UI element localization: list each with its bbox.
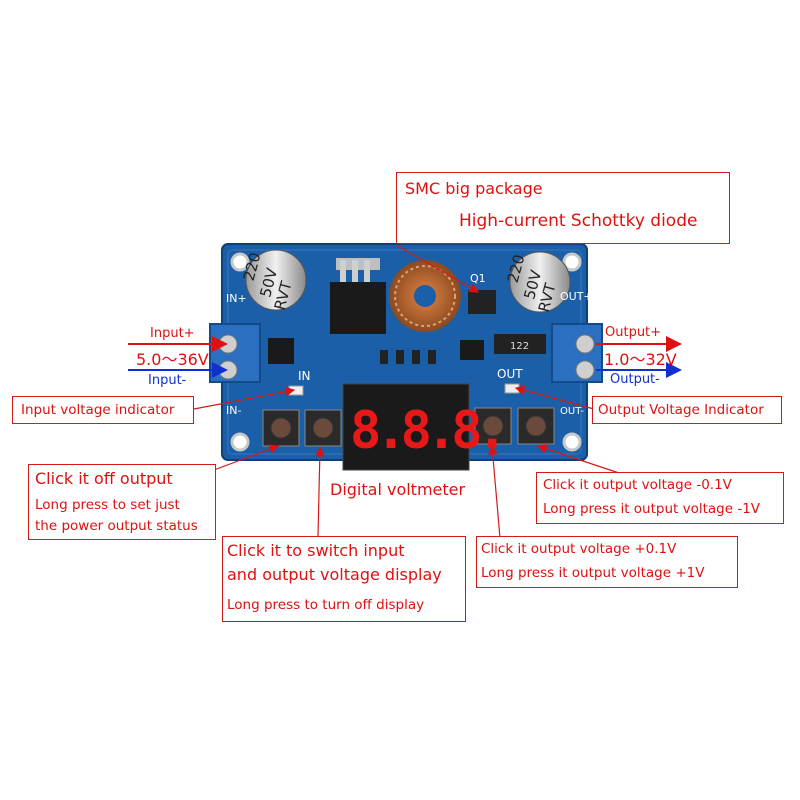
smc-callout: SMC big package High-current Schottky di… [396, 172, 730, 244]
resistor-label: 122 [510, 341, 529, 352]
input-indicator-callout: Input voltage indicator [12, 396, 194, 424]
plus-line1: Click it output voltage +0.1V [481, 541, 677, 557]
silk-out-plus: OUT+ [560, 290, 593, 303]
silk-in-minus: IN- [226, 404, 241, 417]
input-plus-label: Input+ [150, 326, 195, 341]
minus-line1: Click it output voltage -0.1V [543, 477, 732, 493]
output-indicator-callout: Output Voltage Indicator [592, 396, 782, 424]
silk-out-minus: OUT- [560, 406, 584, 417]
switch-display-line3: Long press to turn off display [227, 597, 425, 613]
output-terminal [551, 323, 603, 383]
input-indicator-label: Input voltage indicator [21, 402, 175, 418]
plus-button-callout: Click it output voltage +0.1V Long press… [476, 536, 738, 588]
schottky-diode: Q1 [468, 272, 496, 314]
capacitor-right: 220 50V RVT [504, 251, 571, 314]
button-switch-display[interactable] [304, 409, 342, 447]
regulator-ic [330, 258, 386, 334]
output-plus-label: Output+ [605, 325, 662, 340]
silk-in-plus: IN+ [226, 292, 247, 305]
toroid-inductor [389, 260, 461, 332]
smc-callout-line1: SMC big package [405, 179, 543, 198]
output-indicator-label: Output Voltage Indicator [598, 402, 764, 418]
digital-voltmeter-label: Digital voltmeter [330, 480, 466, 499]
input-range-label: 5.0～36V [136, 350, 209, 369]
input-terminal [209, 323, 261, 383]
output-range-label: 1.0～32V [604, 350, 677, 369]
smc-callout-line2: High-current Schottky diode [459, 211, 698, 231]
button-minus[interactable] [517, 407, 555, 445]
button-off-output[interactable] [262, 409, 300, 447]
switch-display-line2: and output voltage display [227, 565, 442, 584]
button-plus[interactable] [474, 407, 512, 445]
capacitor-left: 220 50V RVT [240, 249, 307, 312]
switch-display-line1: Click it to switch input [227, 541, 405, 560]
minus-line2: Long press it output voltage -1V [543, 501, 761, 517]
off-output-line2: Long press to set just [35, 497, 180, 513]
switch-display-callout: Click it to switch input and output volt… [222, 536, 466, 622]
small-components: 122 [268, 334, 546, 364]
silk-in: IN [298, 369, 311, 383]
minus-button-callout: Click it output voltage -0.1V Long press… [536, 472, 784, 524]
off-output-line1: Click it off output [35, 469, 173, 488]
plus-line2: Long press it output voltage +1V [481, 565, 705, 581]
seven-segment-display: 8.8.8. [342, 383, 508, 471]
off-output-callout: Click it off output Long press to set ju… [28, 464, 216, 540]
input-minus-label: Input- [148, 373, 187, 388]
silk-out: OUT [497, 367, 523, 381]
off-output-line3: the power output status [35, 518, 198, 534]
q1-label: Q1 [470, 272, 486, 285]
display-digits: 8.8.8. [350, 401, 502, 461]
output-minus-label: Output- [610, 372, 660, 387]
